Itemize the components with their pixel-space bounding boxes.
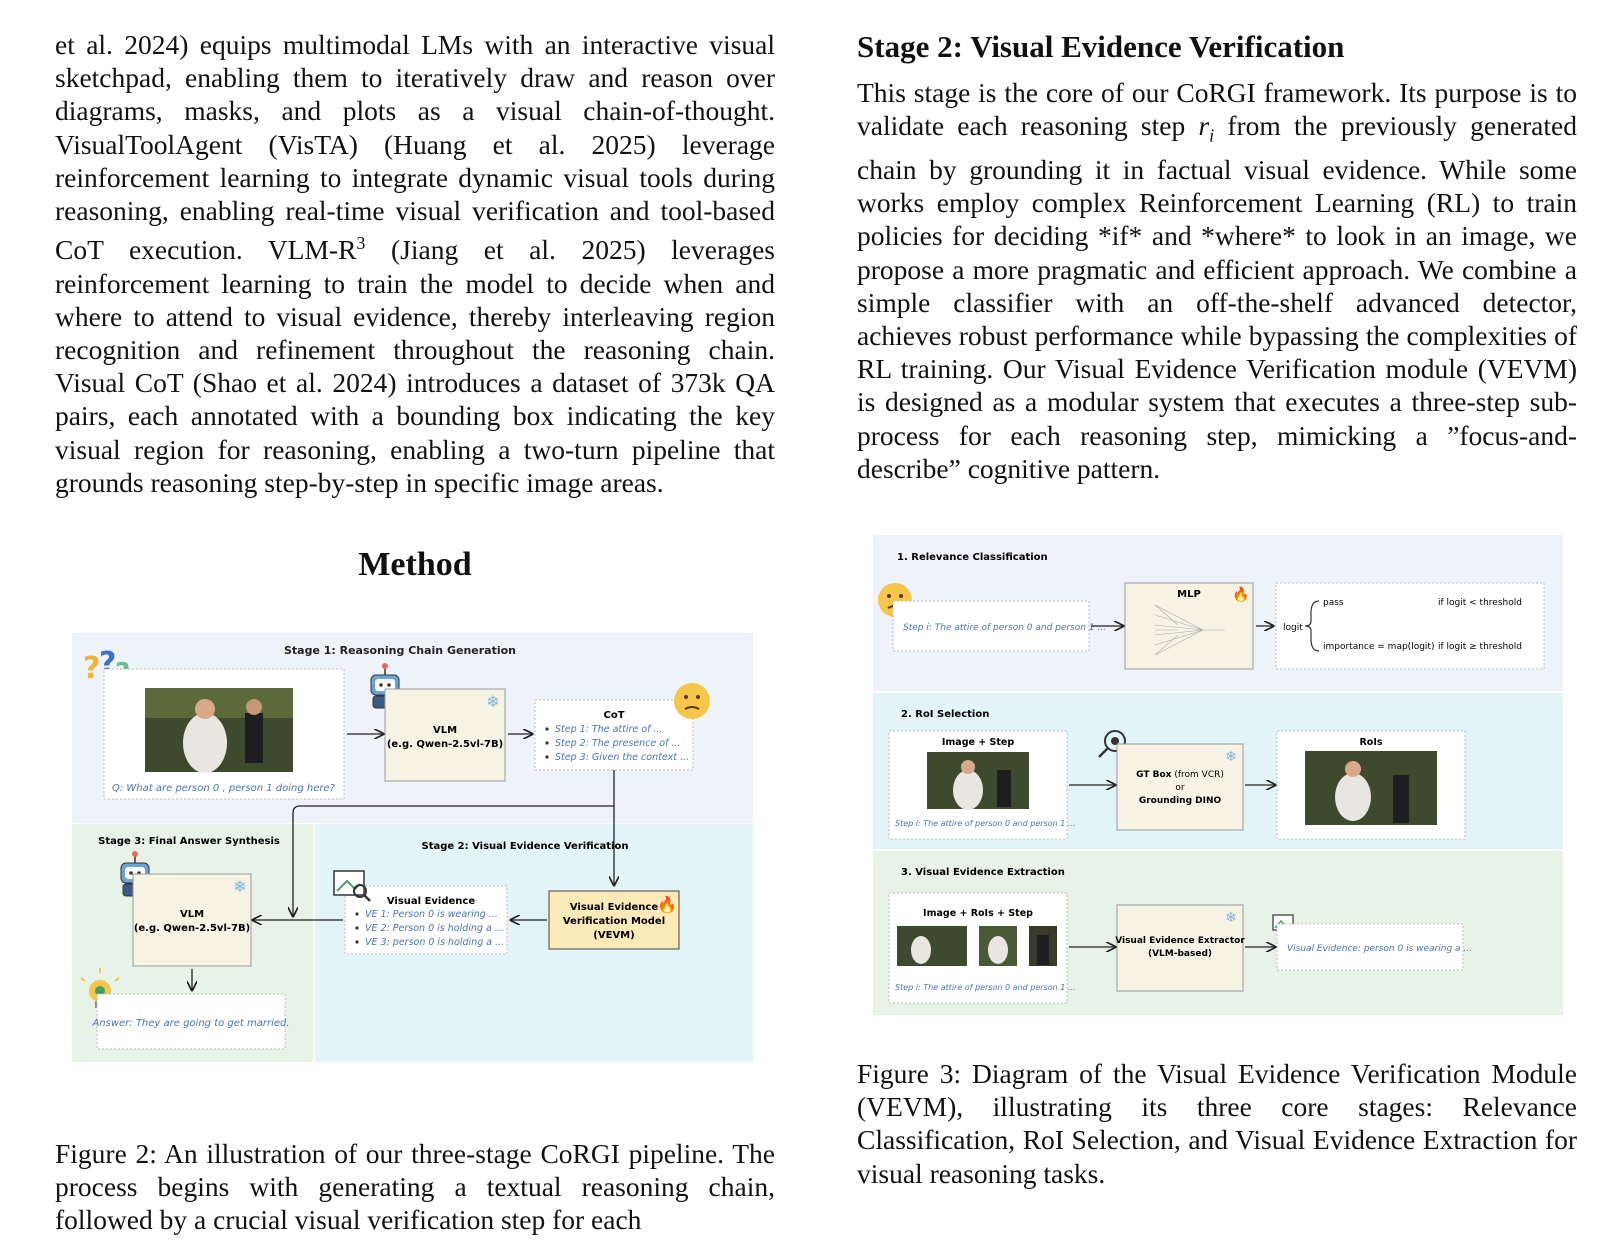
ve-item-2: VE 2: Person 0 is holding a ... (365, 923, 504, 934)
cot-title: CoT (603, 710, 624, 721)
mlp-label: MLP (1177, 589, 1201, 600)
roi-crop-3 (1029, 925, 1057, 966)
figure-2-caption: Figure 2: An illustration of our three-s… (55, 1138, 775, 1236)
logit-card (1275, 582, 1545, 670)
extractor-box (1116, 904, 1244, 992)
vlm-label-stage3: VLM (180, 909, 204, 920)
answer-text: Answer: They are going to get married. (91, 1018, 289, 1029)
grounding-dino-label: Grounding DINO (1139, 796, 1222, 806)
method-section-title: Method (358, 546, 472, 583)
roi-input-label: Image + Step (942, 737, 1014, 748)
stage2-title: Stage 2: Visual Evidence Verification (422, 841, 629, 852)
detector-box (1116, 743, 1244, 831)
cot-card (534, 699, 694, 771)
input-photo (145, 688, 293, 773)
right-column: Stage 2: Visual Evidence Verification Th… (857, 28, 1577, 1190)
svg-text:?: ? (83, 651, 100, 686)
or-label: or (1175, 783, 1185, 793)
snowflake-icon-extractor: ❄ (1225, 911, 1237, 926)
intro-paragraph: et al. 2024) equips multimodal LMs with … (55, 29, 775, 498)
stage2-section-title: Stage 2: Visual Evidence Verification (857, 29, 1345, 64)
extractor-label-1: Visual Evidence Extractor (1115, 936, 1245, 946)
visual-evidence-card (344, 885, 508, 955)
cot-step-2: Step 2: The presence of ... (555, 738, 681, 749)
snowflake-icon-stage3: ❄ (233, 879, 246, 896)
vlm-label: VLM (433, 725, 457, 736)
figure-3-caption: Figure 3: Diagram of the Visual Evidence… (857, 1057, 1577, 1189)
brace (1304, 600, 1320, 652)
ve-item-1: VE 1: Person 0 is wearing ... (365, 909, 498, 920)
visual-evidence-title: Visual Evidence (387, 896, 475, 907)
answer-card (96, 993, 286, 1050)
fire-icon: 🔥 (657, 895, 677, 914)
roi-crop-2 (979, 925, 1017, 966)
cot-step-1: Step 1: The attire of ... (555, 724, 663, 735)
relevance-step-text: Step i: The attire of person 0 and perso… (903, 623, 1106, 633)
visual-evidence-output: Visual Evidence: person 0 is wearing a .… (1287, 944, 1472, 954)
extractor-label-2: (VLM-based) (1148, 949, 1212, 959)
stage3-title: Stage 3: Final Answer Synthesis (98, 836, 280, 847)
importance-label: importance = map(logit) (1323, 642, 1434, 652)
mlp-network (1154, 604, 1225, 656)
rois-label: RoIs (1359, 737, 1382, 748)
thinking-face-icon (674, 683, 710, 719)
pass-label: pass (1323, 598, 1344, 608)
roi-step-text: Step i: The attire of person 0 and perso… (895, 819, 1075, 828)
relevance-step-card (892, 600, 1090, 652)
magnifier-icon (1098, 729, 1126, 758)
relevance-title: 1. Relevance Classification (897, 552, 1048, 563)
vlm-model-stage3: (e.g. Qwen-2.5vl-7B) (134, 923, 250, 934)
visual-evidence-output-card (1276, 923, 1464, 971)
extraction-input-label: Image + RoIs + Step (923, 908, 1033, 919)
snowflake-icon-detector: ❄ (1225, 750, 1237, 765)
cot-step-3: Step 3: Given the context ... (555, 752, 689, 763)
stage2-paragraph: This stage is the core of our CoRGI fram… (857, 77, 1577, 484)
figure-2-diagram: Stage 1: Reasoning Chain Generation ? ? … (72, 633, 753, 1062)
question-text: Q: What are person 0 , person 1 doing he… (112, 783, 336, 794)
mlp-box (1124, 582, 1254, 670)
extraction-step-text: Step i: The attire of person 0 and perso… (895, 983, 1075, 992)
logit-label: logit (1283, 623, 1303, 633)
roi-crop-1 (897, 925, 967, 966)
vevm-box (548, 890, 680, 950)
vevm-label-3: (VEVM) (593, 930, 634, 941)
image-search-icon (333, 870, 371, 902)
snowflake-icon: ❄ (486, 694, 499, 711)
vevm-label-1: Visual Evidence (570, 902, 658, 913)
gt-box-label: GT Box (from VCR) (1136, 770, 1224, 780)
left-column: et al. 2024) equips multimodal LMs with … (55, 28, 775, 1237)
extraction-title: 3. Visual Evidence Extraction (901, 867, 1065, 878)
roi-input-photo (927, 751, 1029, 810)
pass-condition: if logit < threshold (1438, 598, 1522, 608)
vlm-model: (e.g. Qwen-2.5vl-7B) (387, 739, 503, 750)
vevm-label-2: Verification Model (563, 916, 665, 927)
vlm-box-stage3 (132, 873, 252, 967)
importance-condition: if logit ≥ threshold (1438, 642, 1522, 652)
figure-3-diagram: 1. Relevance Classification Step i: The … (873, 534, 1563, 1015)
roi-title: 2. RoI Selection (901, 709, 989, 720)
rois-photo (1305, 750, 1437, 825)
fire-icon-mlp: 🔥 (1232, 586, 1249, 603)
ve-item-3: VE 3: person 0 is holding a ... (365, 937, 504, 948)
vlm-box-stage1 (384, 688, 506, 782)
stage1-title: Stage 1: Reasoning Chain Generation (284, 644, 516, 657)
